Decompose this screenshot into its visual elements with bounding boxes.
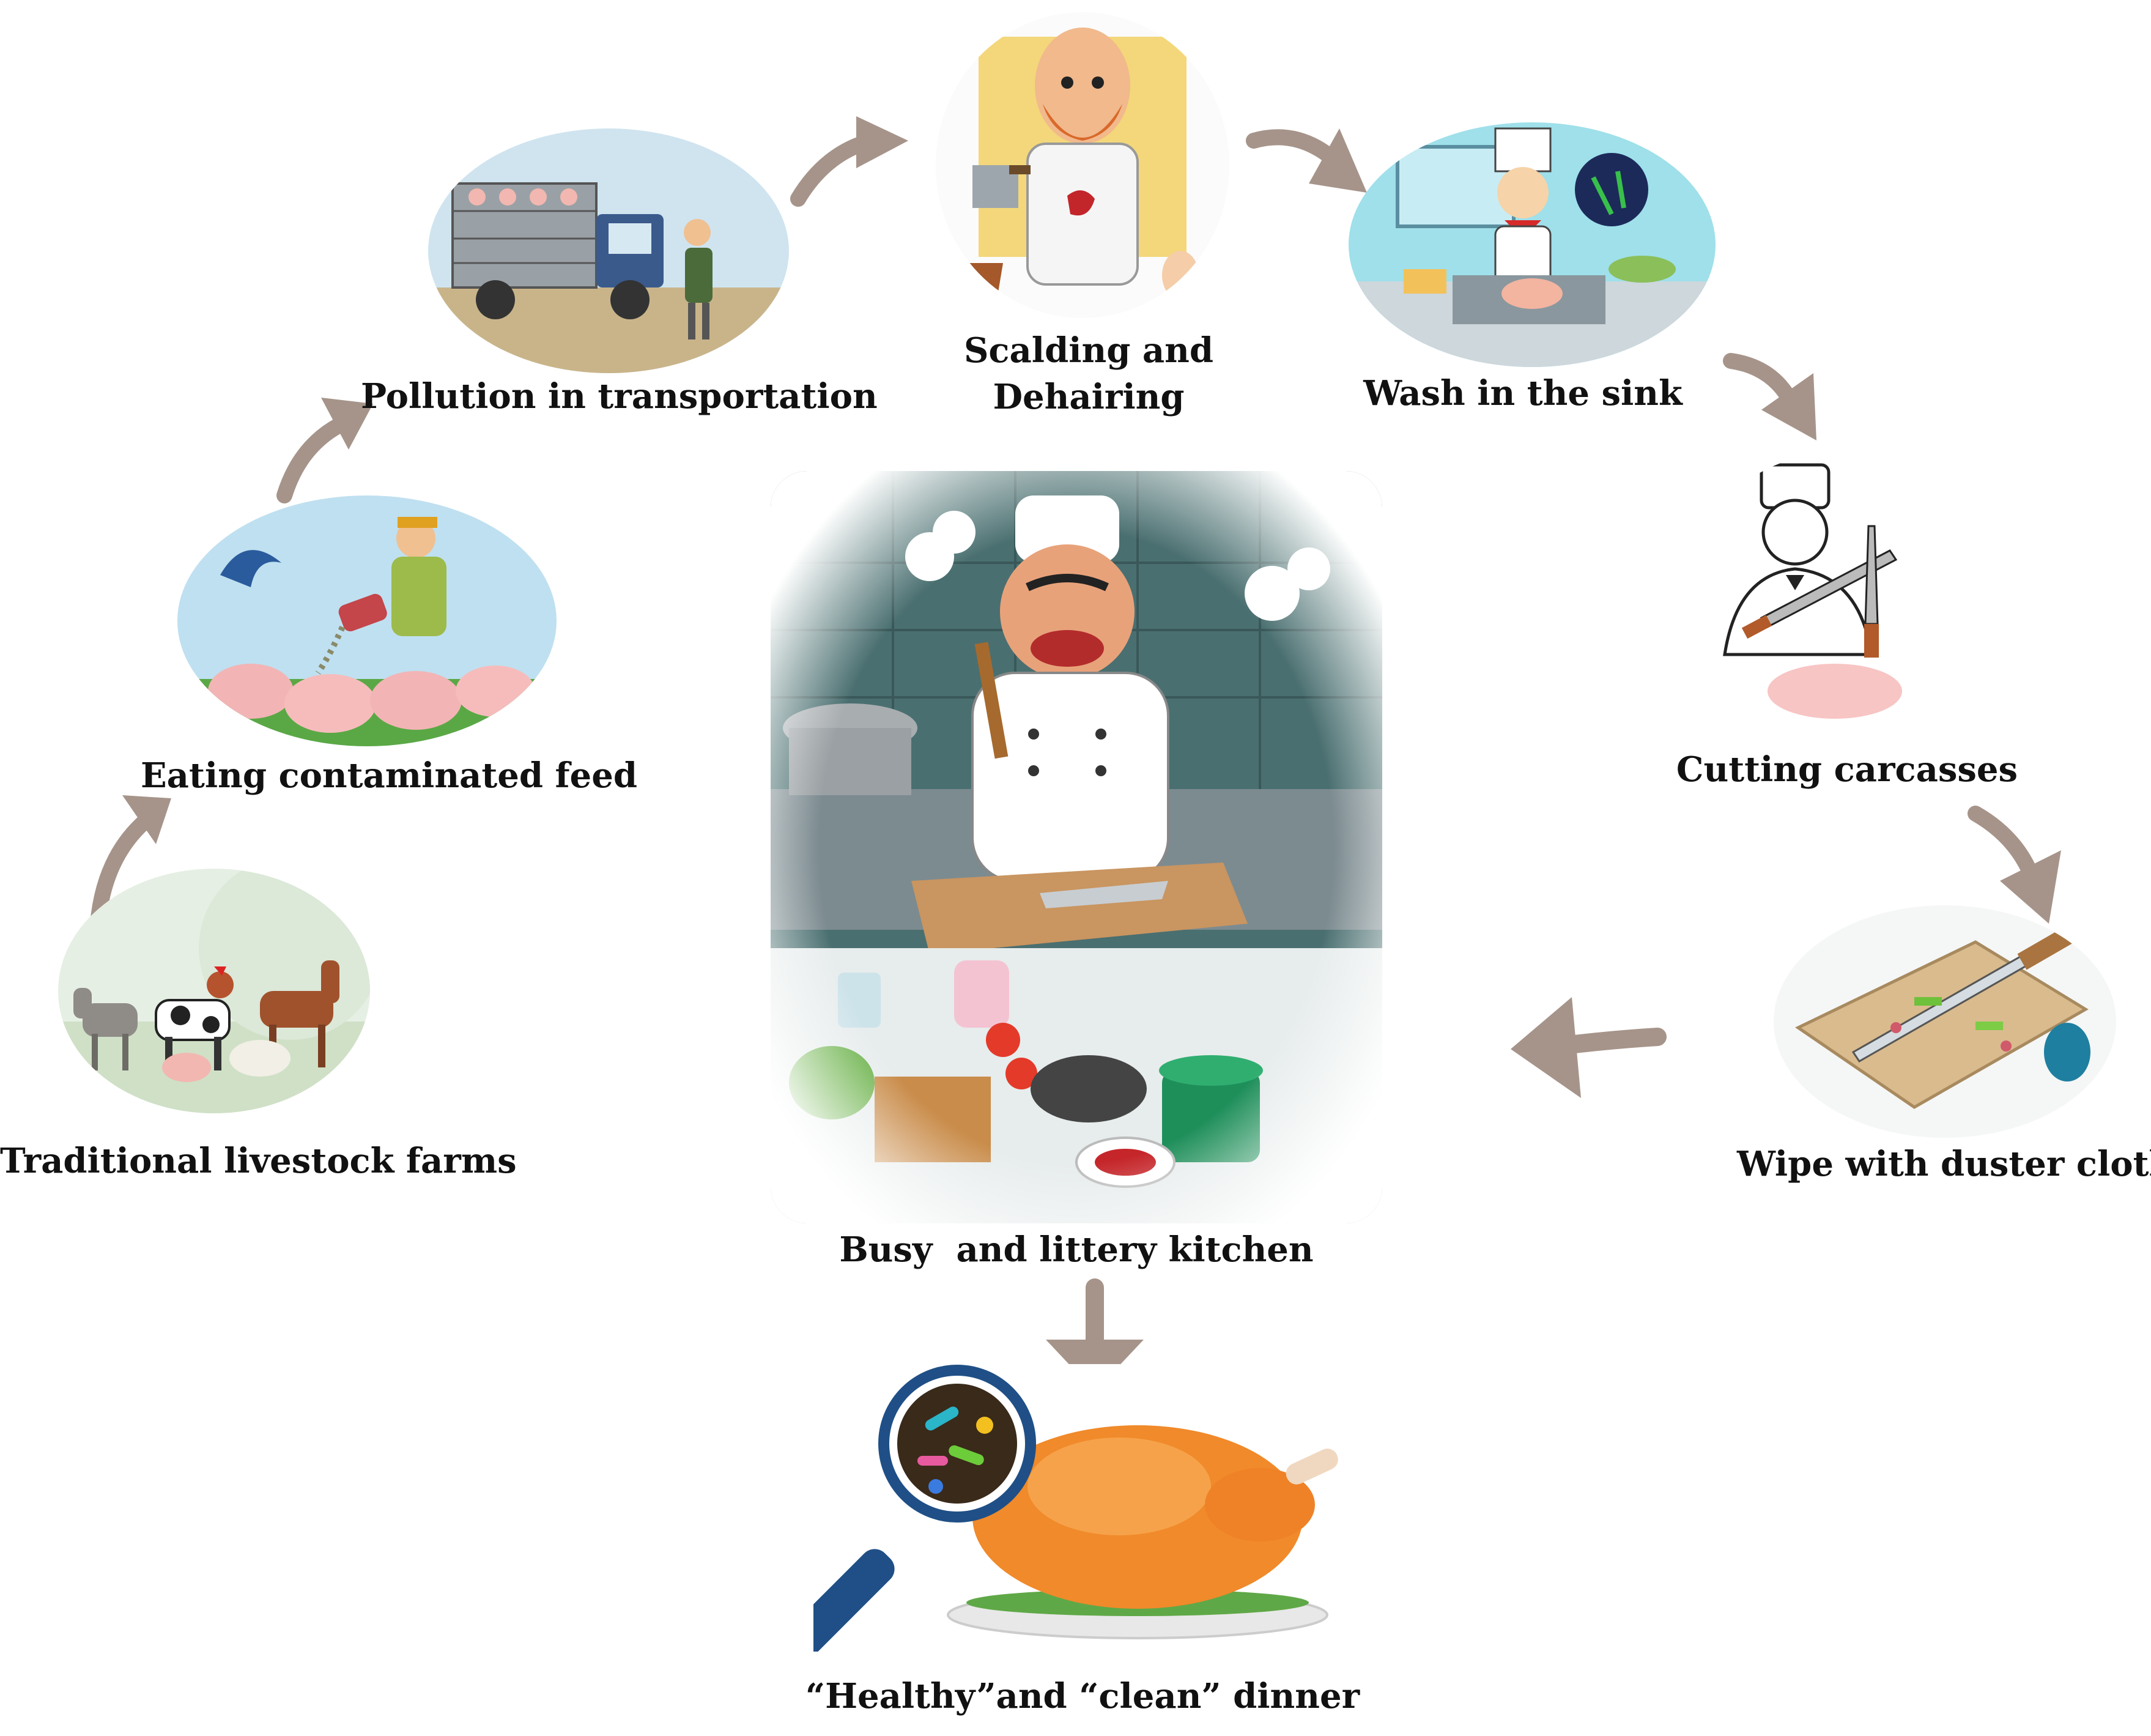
farm-animals-icon (58, 869, 370, 1113)
node-eating-contaminated-feed: Eating contaminated feed (141, 495, 637, 801)
node-wipe-with-duster-cloth: Wipe with duster cloth (1737, 905, 2151, 1199)
node-traditional-livestock-farms: Traditional livestock farms (0, 869, 517, 1187)
cutting-board-icon (1774, 905, 2116, 1138)
livestock-truck-icon (428, 128, 789, 373)
arrow-feed-to-transport (269, 391, 379, 503)
label-healthy-and-clean-dinner: “Healthy”and “clean” dinner (805, 1676, 1360, 1716)
label-busy-and-littery-kitchen: Busy and littery kitchen (839, 1230, 1314, 1270)
node-wash-in-the-sink: Wash in the sink (1327, 122, 1719, 428)
label-traditional-livestock-farms: Traditional livestock farms (0, 1141, 517, 1181)
label-scalding-and-dehairing: Scalding and Dehairing (917, 327, 1260, 420)
roast-chicken-magnifier-icon (813, 1364, 1352, 1652)
label-cutting-carcasses: Cutting carcasses (1676, 749, 2018, 790)
pigs-feeding-icon (177, 495, 557, 746)
arrow-wipe-to-kitchen (1505, 985, 1667, 1107)
sink-washing-icon (1349, 122, 1716, 367)
node-pollution-in-transportation: Pollution in transportation (361, 128, 878, 428)
label-eating-contaminated-feed: Eating contaminated feed (141, 755, 637, 796)
label-scalding-line-1: Scalding and (963, 330, 1214, 371)
arrow-cutting-to-wipe (1963, 806, 2067, 930)
butcher-icon (936, 12, 1229, 318)
arrow-scalding-to-sink (1246, 122, 1370, 202)
arrow-transport-to-scalding (789, 110, 911, 208)
label-scalding-line-2: Dehairing (993, 377, 1185, 417)
node-healthy-and-clean-dinner: “Healthy”and “clean” dinner (795, 1364, 1370, 1731)
label-wash-in-the-sink: Wash in the sink (1363, 373, 1683, 414)
arrow-sink-to-cutting (1723, 349, 1829, 447)
node-scalding-and-dehairing: Scalding and Dehairing (917, 12, 1260, 428)
node-busy-and-littery-kitchen: Busy and littery kitchen (758, 471, 1394, 1291)
chef-knives-icon (1688, 453, 1988, 728)
label-pollution-in-transportation: Pollution in transportation (361, 376, 878, 417)
messy-kitchen-icon (771, 471, 1382, 1223)
node-cutting-carcasses: Cutting carcasses (1676, 453, 2018, 807)
label-wipe-with-duster-cloth: Wipe with duster cloth (1737, 1144, 2151, 1184)
